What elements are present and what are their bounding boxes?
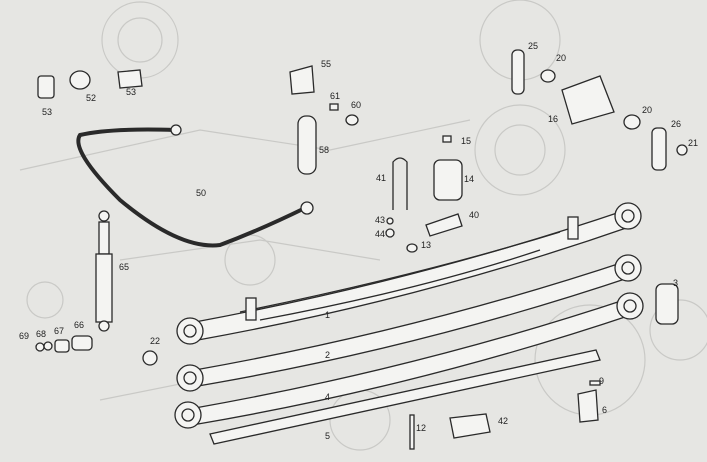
callout-3: 3: [673, 278, 678, 288]
callout-43: 43: [375, 215, 385, 225]
callout-20: 20: [556, 53, 566, 63]
callout-15: 15: [461, 136, 471, 146]
callout-4: 4: [325, 392, 330, 402]
callout-50: 50: [196, 188, 206, 198]
callout-53: 53: [42, 107, 52, 117]
callout-14: 14: [464, 174, 474, 184]
callout-68: 68: [36, 329, 46, 339]
callout-labels: 25 20 16 20 26 21 55 61 60 58 53 52 53 5…: [19, 41, 698, 441]
callout-21: 21: [688, 138, 698, 148]
small-parts: [35, 49, 688, 450]
stabilizer-bar-eye: [300, 201, 314, 215]
callout-67: 67: [54, 326, 64, 336]
stabilizer-bar-eye: [170, 124, 182, 136]
shock-absorber: [95, 210, 113, 332]
leaf-5: [209, 349, 601, 445]
callout-16: 16: [548, 114, 558, 124]
callout-20: 20: [642, 105, 652, 115]
callout-9: 9: [599, 376, 604, 386]
leaf-spring-4: [174, 292, 644, 429]
callout-26: 26: [671, 119, 681, 129]
callout-65: 65: [119, 262, 129, 272]
leaf-spring-1: [176, 202, 642, 345]
callout-13: 13: [421, 240, 431, 250]
callout-12: 12: [416, 423, 426, 433]
callout-41: 41: [376, 173, 386, 183]
callout-2: 2: [325, 350, 330, 360]
callout-42: 42: [498, 416, 508, 426]
callout-53: 53: [126, 87, 136, 97]
stabilizer-bar: [76, 127, 306, 248]
callout-22: 22: [150, 336, 160, 346]
callout-66: 66: [74, 320, 84, 330]
callout-5: 5: [325, 431, 330, 441]
callout-61: 61: [330, 91, 340, 101]
callout-40: 40: [469, 210, 479, 220]
callout-55: 55: [321, 59, 331, 69]
callout-58: 58: [319, 145, 329, 155]
callout-69: 69: [19, 331, 29, 341]
callout-52: 52: [86, 93, 96, 103]
callout-1: 1: [325, 310, 330, 320]
callout-6: 6: [602, 405, 607, 415]
callout-25: 25: [528, 41, 538, 51]
callout-60: 60: [351, 100, 361, 110]
callout-44: 44: [375, 229, 385, 239]
leaf-spring-2: [176, 254, 642, 392]
